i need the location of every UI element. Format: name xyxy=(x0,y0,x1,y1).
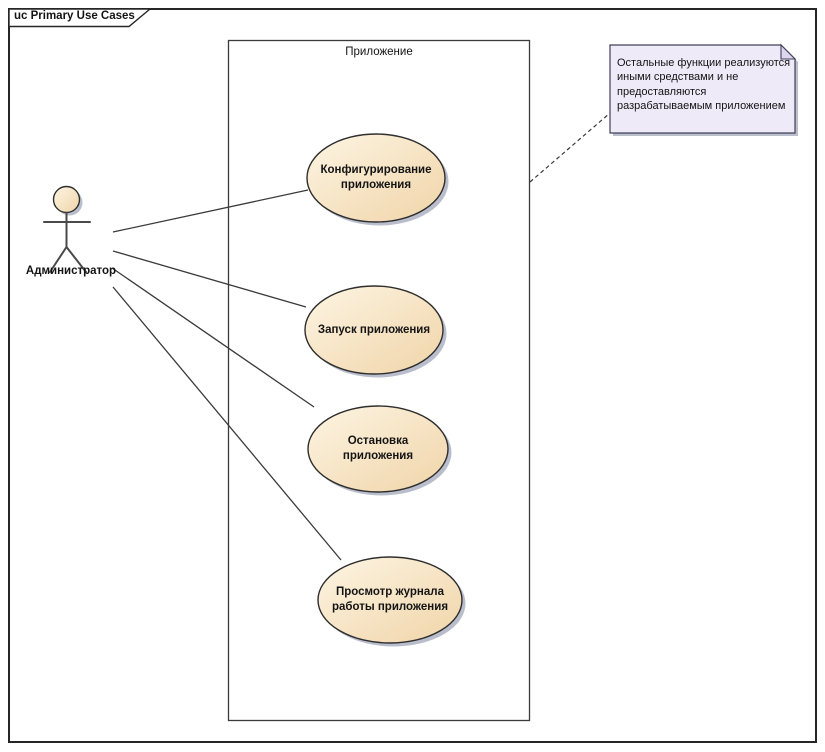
note-fold-corner-icon xyxy=(780,43,797,60)
frame-tab-label: uc Primary Use Cases xyxy=(14,10,135,22)
use-case-view-log[interactable] xyxy=(317,556,463,644)
actor-head xyxy=(52,185,81,214)
use-case-view-log-label: Просмотр журнала работы приложения xyxy=(331,586,449,613)
use-case-stop[interactable] xyxy=(307,405,449,493)
use-case-configure[interactable] xyxy=(306,133,446,223)
use-case-start[interactable] xyxy=(304,285,444,375)
system-boundary-label: Приложение xyxy=(345,46,413,58)
association-start[interactable] xyxy=(112,250,307,308)
note-text: Остальные функции реализуются иными сред… xyxy=(617,57,791,112)
diagram-frame xyxy=(8,8,817,743)
association-view-log[interactable] xyxy=(112,286,342,561)
note-link[interactable] xyxy=(529,112,611,183)
use-case-stop-label: Остановка приложения xyxy=(342,435,414,462)
association-stop[interactable] xyxy=(111,267,315,408)
note-shape[interactable] xyxy=(609,44,796,134)
frame-tab xyxy=(8,8,152,28)
use-case-configure-label: Конфигурирование приложения xyxy=(320,164,432,191)
actor-label: Администратор xyxy=(25,265,117,277)
actor-left-leg xyxy=(49,246,68,273)
association-configure[interactable] xyxy=(112,189,309,233)
actor-administrator[interactable] xyxy=(43,185,91,273)
use-case-start-label: Запуск приложения xyxy=(317,323,431,336)
actor-right-leg xyxy=(65,246,87,273)
